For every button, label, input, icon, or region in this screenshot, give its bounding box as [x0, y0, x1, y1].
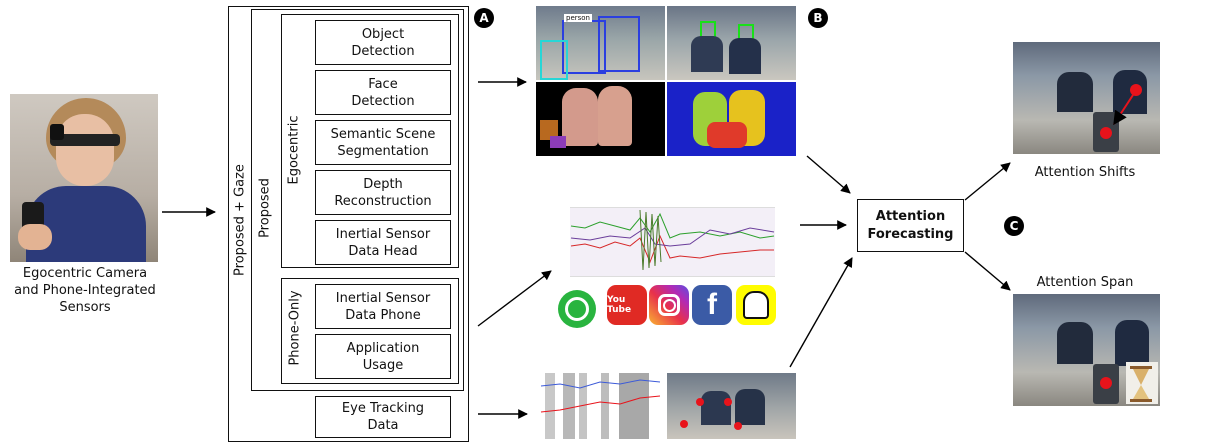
sensor-line-green [570, 212, 775, 239]
attention-span-image [1013, 294, 1160, 406]
imu-phone-box: Inertial Sensor Data Phone [315, 284, 451, 329]
attention-shifts-caption: Attention Shifts [1034, 165, 1136, 180]
arrow-forecast-to-shifts [964, 162, 1011, 201]
app-usage-box: Application Usage [315, 334, 451, 379]
attention-shifts-image [1013, 42, 1160, 154]
segment-person [598, 86, 632, 146]
detection-bbox [540, 40, 568, 80]
phone-only-frame [281, 278, 459, 384]
person-silhouette [701, 391, 731, 425]
person-silhouette [735, 389, 765, 425]
gaze-point-face [1130, 84, 1142, 96]
facebook-icon: f [692, 285, 732, 325]
arrow-gaze-to-forecast [789, 257, 853, 368]
proposed-frame [251, 9, 464, 391]
arrow-forecast-to-span [964, 251, 1011, 291]
eye-tracker-glasses [50, 134, 120, 146]
person-silhouette [1057, 322, 1093, 364]
gaze-point [734, 422, 742, 430]
object-detection-image: person [536, 6, 665, 80]
egocentric-camera [50, 124, 64, 140]
youtube-icon: You Tube [607, 285, 647, 325]
snapchat-icon [736, 285, 776, 325]
gaze-band [579, 373, 587, 439]
gaze-band [563, 373, 575, 439]
badge-b: B [808, 8, 828, 28]
proposed-gaze-frame [228, 6, 469, 442]
segment-object [540, 120, 558, 140]
gaze-point-phone [1100, 127, 1112, 139]
person-silhouette [1057, 72, 1093, 112]
gaze-line-red [540, 395, 661, 413]
gaze-point [696, 398, 704, 406]
gaze-scene-image [667, 373, 796, 439]
gaze-band [601, 373, 609, 439]
egocentric-frame [281, 14, 459, 268]
badge-c: C [1004, 216, 1024, 236]
user-photo [10, 94, 158, 262]
segment-person [562, 88, 598, 146]
attention-forecasting-box: Attention Forecasting [857, 199, 964, 252]
detection-label: person [564, 14, 592, 22]
segment-object [550, 136, 566, 148]
gaze-point [724, 398, 732, 406]
instagram-icon [649, 285, 689, 325]
gaze-line-blue [540, 379, 661, 389]
detection-bbox [598, 16, 640, 72]
segmentation-image [536, 82, 665, 156]
gaze-signal-plot [541, 373, 664, 439]
person-body [26, 186, 146, 262]
depth-region [707, 122, 747, 148]
hourglass-glyph [1130, 366, 1152, 402]
gaze-point-phone [1100, 377, 1112, 389]
object-detection-box: Object Detection [315, 20, 451, 65]
sensor-plot [570, 207, 775, 277]
input-caption: Egocentric Camera and Phone-Integrated S… [14, 266, 156, 315]
attention-span-caption: Attention Span [1036, 275, 1134, 290]
gaze-point [680, 420, 688, 428]
imu-head-box: Inertial Sensor Data Head [315, 220, 451, 265]
attention-shift-arrow [1113, 94, 1134, 126]
gaze-band [619, 373, 649, 439]
depth-image [667, 82, 796, 156]
face-detection-box: Face Detection [315, 70, 451, 115]
whatsapp-icon [558, 290, 596, 328]
semantic-segmentation-box: Semantic Scene Segmentation [315, 120, 451, 165]
person-silhouette [691, 36, 723, 72]
depth-reconstruction-box: Depth Reconstruction [315, 170, 451, 215]
face-detection-image [667, 6, 796, 80]
badge-a: A [474, 8, 494, 28]
sensor-line-purple [570, 227, 775, 247]
gaze-band [545, 373, 555, 439]
eye-tracking-box: Eye Tracking Data [315, 396, 451, 438]
sensor-line-red [570, 234, 774, 264]
person-silhouette [1115, 320, 1149, 366]
sensor-line-burst [639, 209, 662, 271]
arrow-model-to-phone [477, 270, 552, 327]
person-face [56, 114, 114, 186]
hand [18, 224, 52, 250]
person-silhouette [729, 38, 761, 74]
arrow-egocentric-to-forecast [806, 155, 851, 194]
